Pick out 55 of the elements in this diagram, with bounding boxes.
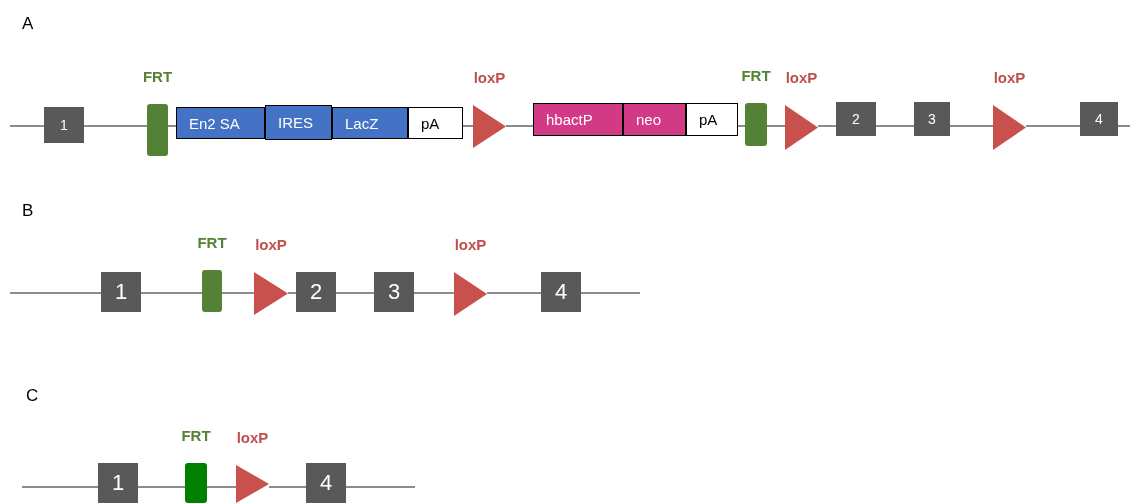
dna-line bbox=[140, 292, 203, 294]
dna-line bbox=[1025, 125, 1081, 127]
dna-line bbox=[9, 125, 45, 127]
frt-label: FRT bbox=[181, 428, 211, 444]
reporter-cassette-box: LacZ bbox=[332, 107, 408, 139]
dna-line bbox=[949, 125, 994, 127]
dna-line bbox=[875, 125, 915, 127]
dna-line bbox=[335, 292, 375, 294]
dna-line bbox=[83, 125, 148, 127]
reporter-cassette-box: IRES bbox=[265, 105, 332, 140]
loxp-label: loxP bbox=[236, 430, 269, 446]
panel-letter: A bbox=[22, 14, 34, 34]
frt-label: FRT bbox=[197, 235, 227, 251]
exon-box: 4 bbox=[1080, 102, 1118, 136]
loxp-label: loxP bbox=[785, 70, 818, 86]
loxp-label: loxP bbox=[473, 70, 506, 86]
selection-cassette-box: neo bbox=[623, 103, 686, 136]
selection-cassette-box: hbactP bbox=[533, 103, 623, 136]
exon-box: 2 bbox=[296, 272, 336, 312]
dna-line bbox=[737, 125, 746, 127]
dna-line bbox=[486, 292, 542, 294]
dna-line bbox=[345, 486, 416, 488]
exon-box: 2 bbox=[836, 102, 876, 136]
dna-line bbox=[137, 486, 186, 488]
loxp-label: loxP bbox=[255, 237, 287, 253]
dna-line bbox=[766, 125, 786, 127]
exon-box: 3 bbox=[914, 102, 950, 136]
exon-box: 4 bbox=[541, 272, 581, 312]
polya-box: pA bbox=[686, 103, 738, 136]
exon-box: 4 bbox=[306, 463, 346, 503]
dna-line bbox=[206, 486, 237, 488]
dna-line bbox=[287, 292, 297, 294]
panel-letter: C bbox=[26, 386, 39, 406]
reporter-cassette-box: En2 SA bbox=[176, 107, 265, 139]
dna-line bbox=[505, 125, 534, 127]
exon-box: 1 bbox=[101, 272, 141, 312]
frt-label: FRT bbox=[741, 68, 771, 84]
frt-label: FRT bbox=[142, 69, 173, 85]
polya-box: pA bbox=[408, 107, 463, 139]
dna-line bbox=[268, 486, 307, 488]
loxp-label: loxP bbox=[993, 70, 1026, 86]
exon-box: 1 bbox=[98, 463, 138, 503]
exon-box: 1 bbox=[44, 107, 84, 143]
dna-line bbox=[21, 486, 99, 488]
dna-line bbox=[462, 125, 474, 127]
dna-line bbox=[9, 292, 102, 294]
dna-line bbox=[817, 125, 837, 127]
dna-line bbox=[221, 292, 255, 294]
exon-box: 3 bbox=[374, 272, 414, 312]
dna-line bbox=[1117, 125, 1130, 127]
loxp-label: loxP bbox=[454, 237, 487, 253]
dna-line bbox=[413, 292, 455, 294]
panel-letter: B bbox=[22, 201, 34, 221]
dna-line bbox=[167, 125, 177, 127]
dna-line bbox=[580, 292, 641, 294]
